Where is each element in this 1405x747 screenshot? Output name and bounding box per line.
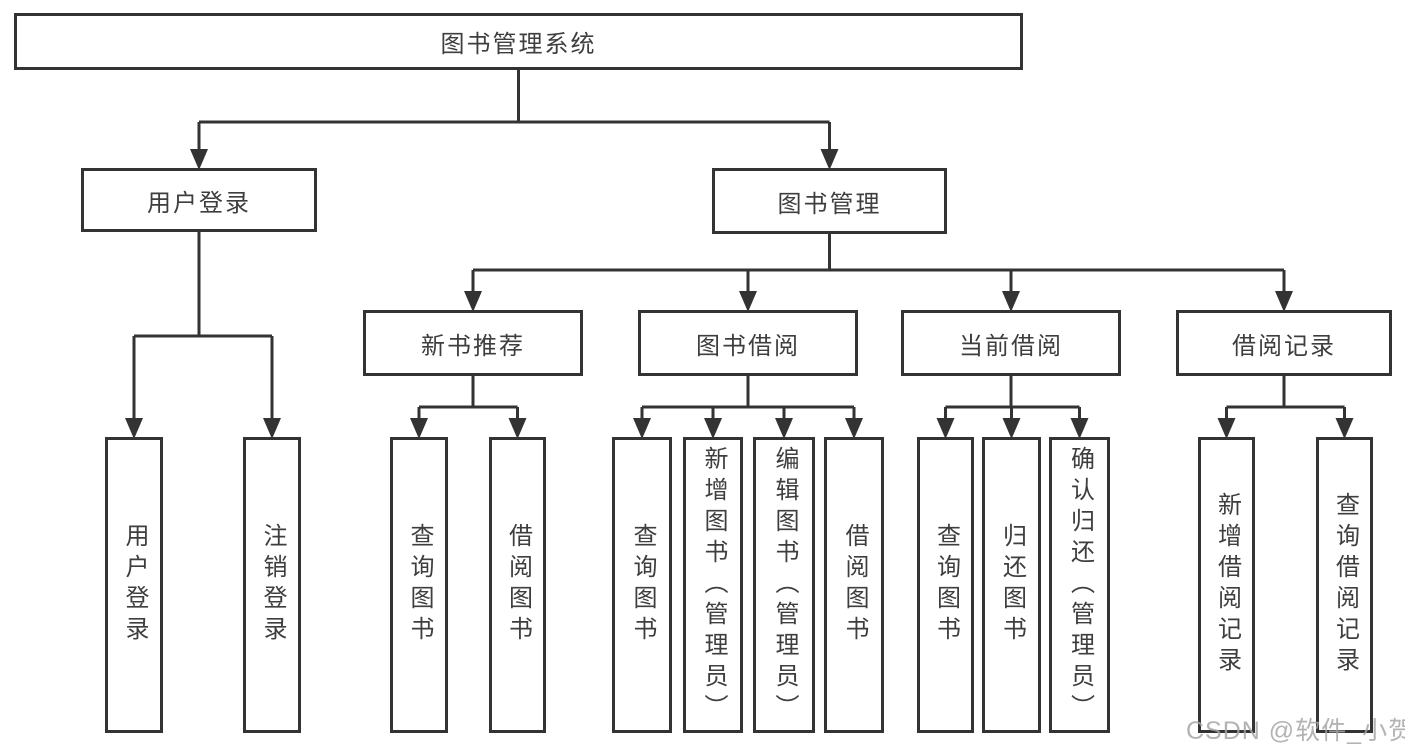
node-borrow-records: 借阅记录	[1176, 310, 1392, 376]
node-cb-return-book: 归还图书	[982, 437, 1041, 733]
node-label: 当前借阅	[959, 332, 1063, 360]
node-bb-add-book: 新增图书（管理员）	[683, 437, 743, 733]
node-label: 图书借阅	[696, 332, 800, 360]
node-label: 借阅图书	[504, 523, 532, 647]
node-book-mgmt: 图书管理	[712, 168, 947, 234]
node-label: 确认归还（管理员）	[1066, 445, 1094, 725]
node-label: 查询图书	[629, 523, 656, 647]
node-bb-query-book: 查询图书	[612, 437, 672, 733]
node-label: 编辑图书（管理员）	[771, 445, 798, 725]
node-root: 图书管理系统	[14, 13, 1023, 70]
node-label: 图书管理	[777, 190, 882, 218]
node-cb-confirm-return: 确认归还（管理员）	[1049, 437, 1110, 733]
node-login: 用户登录	[105, 437, 163, 733]
node-label: 用户登录	[147, 189, 251, 217]
node-bb-edit-book: 编辑图书（管理员）	[753, 437, 815, 733]
node-label: 查询图书	[406, 523, 433, 647]
node-label: 新增图书（管理员）	[700, 445, 727, 725]
node-cb-query-book: 查询图书	[917, 437, 974, 733]
node-rec-borrow-book: 借阅图书	[489, 437, 546, 733]
node-bb-borrow-book: 借阅图书	[824, 437, 884, 733]
node-rec-query-book: 查询图书	[390, 437, 448, 733]
node-user-login: 用户登录	[81, 168, 317, 232]
node-label: 查询图书	[932, 523, 960, 647]
node-label: 新书推荐	[421, 332, 525, 360]
node-label: 借阅记录	[1232, 332, 1336, 360]
watermark: CSDN @软件_小贺同学	[1186, 717, 1405, 745]
node-label: 注销登录	[259, 523, 286, 647]
node-current-borrow: 当前借阅	[901, 310, 1121, 376]
node-label: 图书管理系统	[440, 31, 597, 58]
node-br-query-record: 查询借阅记录	[1316, 437, 1373, 733]
node-book-borrow: 图书借阅	[638, 310, 858, 376]
node-new-book-rec: 新书推荐	[363, 310, 583, 376]
node-label: 借阅图书	[841, 523, 868, 647]
node-label: 新增借阅记录	[1213, 492, 1241, 678]
node-br-add-record: 新增借阅记录	[1198, 437, 1255, 733]
node-label: 查询借阅记录	[1331, 492, 1359, 678]
node-label: 归还图书	[998, 523, 1026, 647]
node-label: 用户登录	[121, 523, 148, 647]
node-logout: 注销登录	[243, 437, 301, 733]
